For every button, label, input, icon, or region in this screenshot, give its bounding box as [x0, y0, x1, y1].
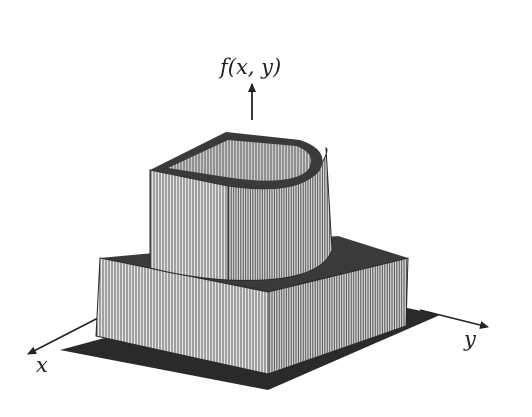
z-axis-label: f(x, y) [218, 55, 281, 79]
upper-block-front-face [149, 169, 229, 281]
x-axis-label: x [36, 353, 48, 377]
lower-block-right-face [267, 257, 409, 375]
upper-block-top-inner [168, 140, 312, 181]
y-axis [419, 309, 489, 329]
y-axis-label: y [463, 327, 477, 351]
x-axis [27, 317, 99, 355]
